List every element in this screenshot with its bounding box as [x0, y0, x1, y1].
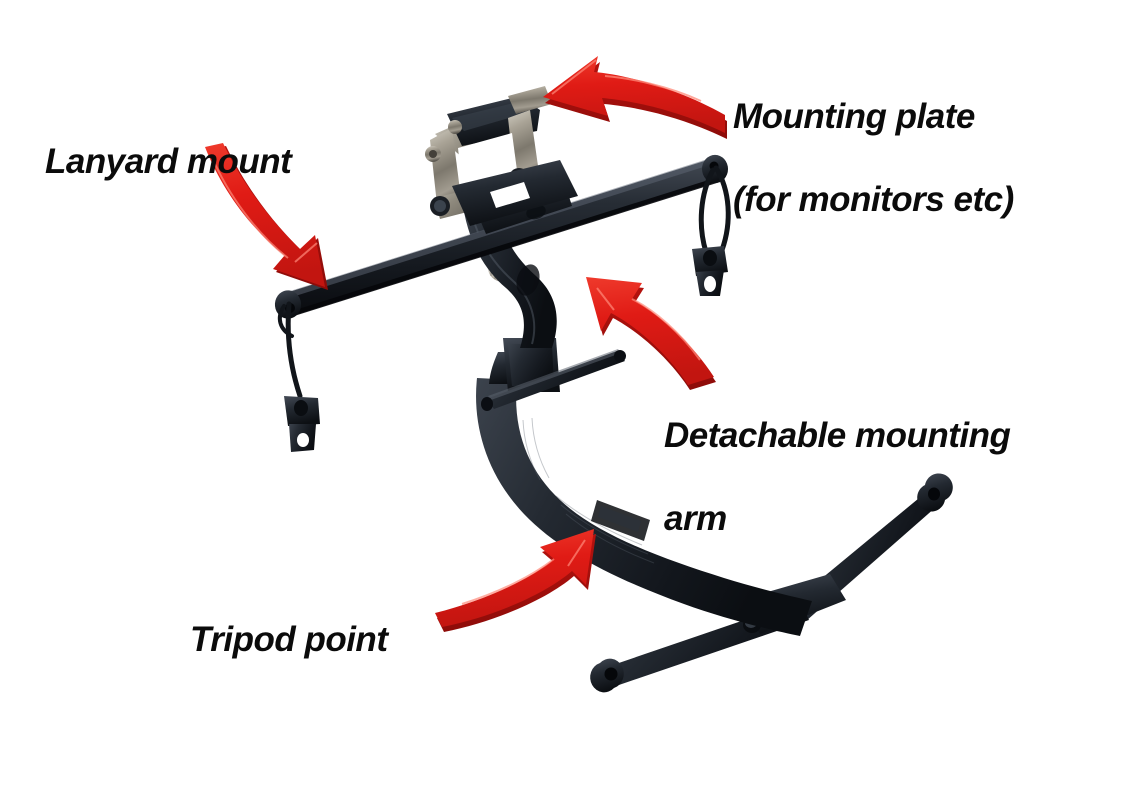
arrow-lanyard-mount-icon	[205, 143, 328, 290]
arrow-detachable-arm-icon	[586, 277, 716, 390]
lanyard-clip-right	[692, 246, 728, 296]
callout-detachable-arm-line-2: arm	[664, 498, 727, 538]
callout-mounting-plate-line-2: (for monitors etc)	[733, 179, 1014, 219]
callout-lanyard-mount-line-1: Lanyard mount	[45, 142, 292, 182]
arrow-mounting-plate-icon	[543, 56, 727, 139]
callout-tripod-point-line-1: Tripod point	[190, 620, 388, 660]
lanyard-left	[277, 301, 320, 452]
callout-mounting-plate-line-1: Mounting plate	[733, 97, 975, 137]
callout-detachable-arm-line-1: Detachable mounting	[664, 416, 1011, 456]
arrow-tripod-point-icon	[435, 529, 596, 632]
callout-tripod-point: Tripod point	[190, 578, 388, 702]
callout-mounting-plate: Mounting plate (for monitors etc)	[733, 55, 1014, 261]
callout-lanyard-mount: Lanyard mount	[45, 100, 292, 224]
lanyard-right	[692, 165, 731, 296]
lanyard-clip-left	[284, 396, 320, 452]
callout-detachable-arm: Detachable mounting arm	[664, 374, 1011, 580]
arm-release-lever	[481, 349, 626, 411]
mounting-plate-clamp	[425, 86, 578, 226]
